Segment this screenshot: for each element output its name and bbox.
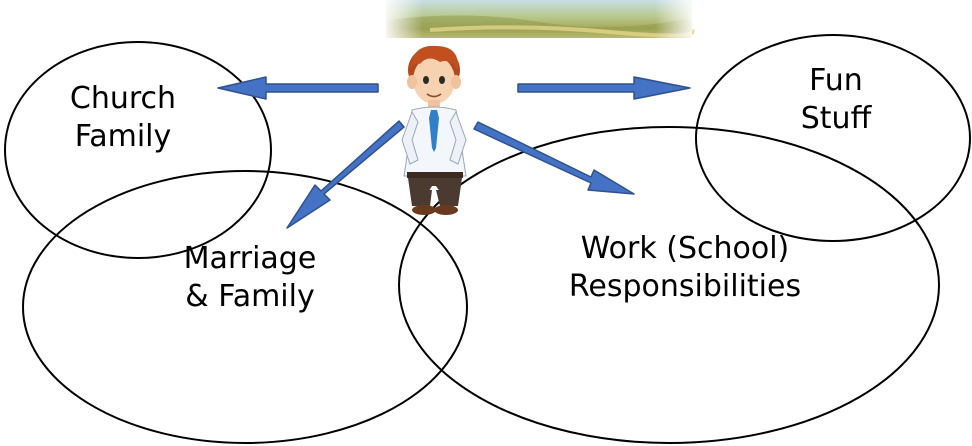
work-responsibilities-circle	[398, 126, 940, 444]
fun-stuff-line-1: Fun	[809, 63, 863, 98]
work-responsibilities-line-2: Responsibilities	[568, 269, 802, 304]
fun-stuff-circle	[695, 34, 971, 242]
landscape-banner	[386, 0, 695, 38]
church-family-line-1: Church	[69, 81, 177, 116]
work-responsibilities-line-1: Work (School)	[580, 231, 790, 266]
marriage-family-circle	[22, 170, 468, 444]
arrow-to-church-family	[217, 76, 379, 100]
marriage-family-line-1: Marriage	[183, 241, 317, 276]
marriage-family-line-2: & Family	[185, 279, 315, 314]
fun-stuff-line-2: Stuff	[800, 101, 872, 136]
church-family-line-2: Family	[74, 119, 172, 154]
arrow-to-marriage-family	[286, 120, 405, 229]
church-family-label: Church Family	[48, 80, 198, 156]
fun-stuff-label: Fun Stuff	[766, 62, 906, 138]
arrow-to-work-responsibilities	[473, 121, 635, 195]
standing-man-figure	[401, 45, 467, 215]
church-family-circle	[4, 41, 272, 259]
work-responsibilities-label: Work (School) Responsibilities	[540, 230, 830, 306]
arrow-to-fun-stuff	[517, 76, 691, 100]
marriage-family-label: Marriage & Family	[150, 240, 350, 316]
